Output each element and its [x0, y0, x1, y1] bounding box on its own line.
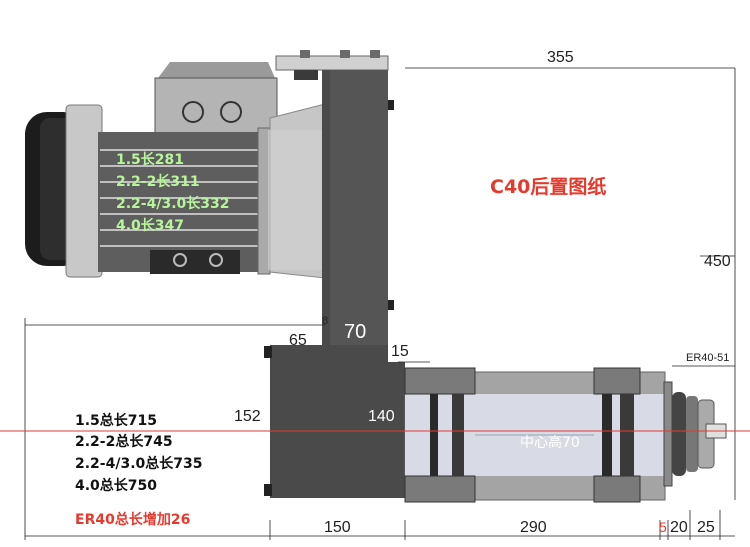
spindle-model-label: ER40-51: [686, 352, 729, 364]
total-length-1: 1.5总长715: [75, 412, 157, 429]
motor-label-3: 2.2-4/3.0长332: [116, 195, 230, 212]
total-length-4: 4.0总长750: [75, 477, 157, 494]
dim-plate-width: 70: [344, 321, 366, 343]
motor-label-2: 2.2-2长311: [116, 173, 200, 190]
er40-note: ER40总长增加26: [75, 511, 190, 528]
total-length-3: 2.2-4/3.0总长735: [75, 455, 203, 472]
motor-label-4: 4.0长347: [116, 217, 184, 234]
dimension-lines: [24, 67, 736, 540]
motor-label-1: 1.5长281: [116, 151, 184, 168]
drawing-title: C40后置图纸: [490, 175, 606, 198]
spindle: [404, 367, 727, 503]
total-length-2: 2.2-2总长745: [75, 433, 173, 450]
dim-collet-length: 25: [697, 519, 715, 536]
dim-nut-length: 20: [670, 519, 688, 536]
dim-body-length: 290: [520, 519, 547, 536]
dim-body-height: 140: [368, 408, 395, 425]
dim-base-height: 152: [234, 408, 261, 425]
bracket: [264, 50, 405, 498]
dim-top-width: 355: [547, 49, 574, 66]
dim-height: 450: [704, 253, 731, 270]
motor: [25, 62, 330, 279]
dim-small-gap: 5: [659, 519, 667, 535]
dim-step: 15: [391, 343, 409, 360]
center-height-label: 中心高70: [520, 434, 580, 451]
dim-plate-thickness: 8: [322, 315, 328, 327]
dim-left-offset: 65: [289, 332, 307, 349]
dim-base-length: 150: [324, 519, 351, 536]
